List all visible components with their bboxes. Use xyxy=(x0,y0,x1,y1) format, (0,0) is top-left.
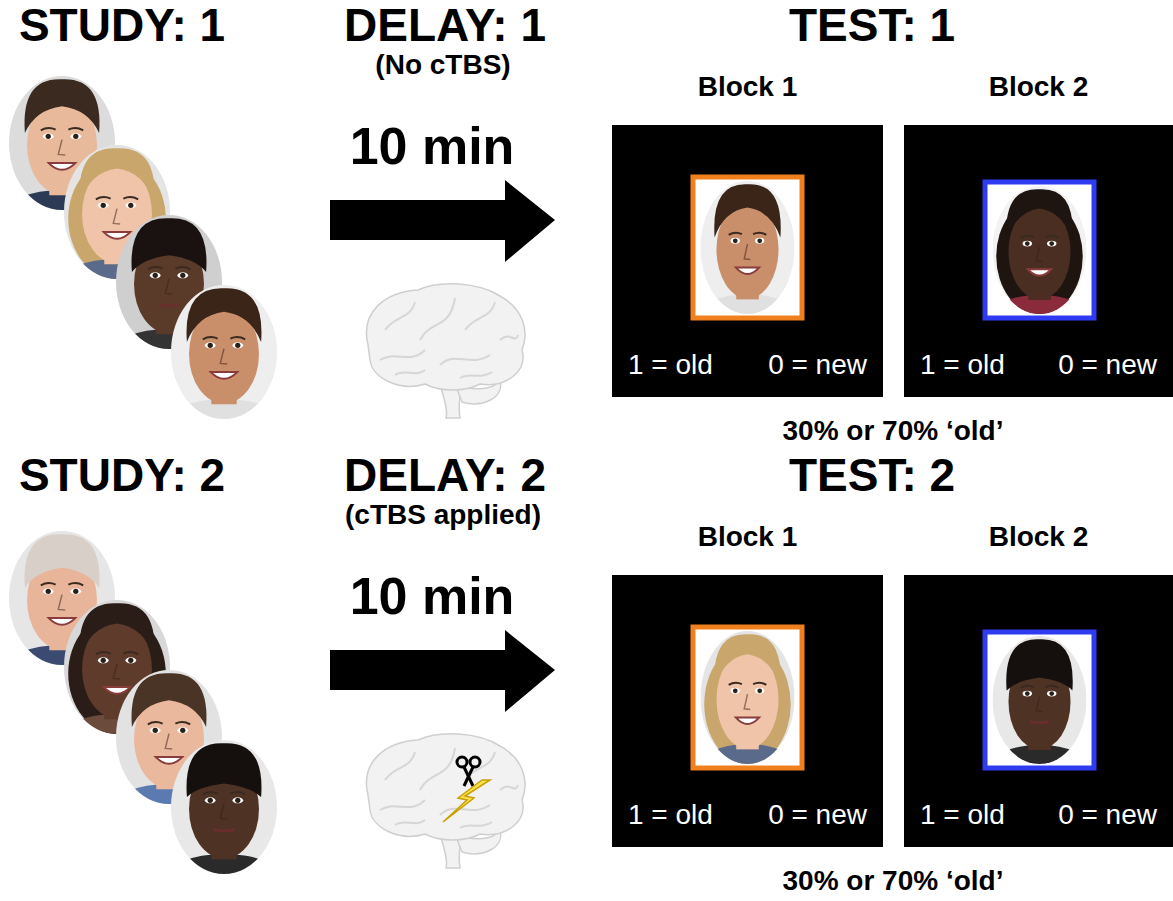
response-key: 0 = new xyxy=(768,351,867,379)
face-photo xyxy=(166,285,283,450)
face-photo xyxy=(988,636,1091,793)
response-keys: 1 = old 0 = new xyxy=(628,351,867,379)
response-key: 1 = old xyxy=(920,351,1005,379)
phase-heading: STUDY: 2 xyxy=(19,452,225,498)
response-key: 0 = new xyxy=(768,801,867,829)
test-screen: Block 21 = old0 = new xyxy=(904,125,1173,397)
phase-heading: STUDY: 1 xyxy=(19,2,225,48)
delay-arrow xyxy=(330,180,555,262)
delay-duration: 10 min xyxy=(350,570,515,622)
face-photo xyxy=(988,186,1091,343)
brain-outline xyxy=(366,734,525,868)
delay-arrow xyxy=(330,630,555,712)
phase-heading: TEST: 2 xyxy=(789,452,955,498)
lightning-bolt xyxy=(443,780,490,822)
response-keys: 1 = old 0 = new xyxy=(920,351,1157,379)
proportion-note: 30% or 70% ‘old’ xyxy=(783,867,1004,895)
block-heading: Block 2 xyxy=(904,73,1173,101)
delay-duration: 10 min xyxy=(350,120,515,172)
response-key: 0 = new xyxy=(1058,801,1157,829)
proportion-note: 30% or 70% ‘old’ xyxy=(783,417,1004,445)
response-keys: 1 = old 0 = new xyxy=(920,801,1157,829)
response-key: 1 = old xyxy=(628,351,713,379)
face-photo xyxy=(166,740,283,901)
face-photo xyxy=(696,631,799,795)
brain-outline xyxy=(366,284,525,418)
phase-heading: DELAY: 1 xyxy=(344,2,546,48)
response-key: 1 = old xyxy=(628,801,713,829)
phase-heading: TEST: 1 xyxy=(789,2,955,48)
test-screen: Block 21 = old0 = new xyxy=(904,575,1173,847)
block-heading: Block 1 xyxy=(612,73,883,101)
response-key: 1 = old xyxy=(920,801,1005,829)
test-screen: Block 11 = old0 = new xyxy=(612,125,883,397)
block-heading: Block 1 xyxy=(612,523,883,551)
block-heading: Block 2 xyxy=(904,523,1173,551)
phase-heading: DELAY: 2 xyxy=(344,452,546,498)
test-screen: Block 11 = old0 = new xyxy=(612,575,883,847)
condition-note: (No cTBS) xyxy=(375,51,510,79)
face-photo xyxy=(696,181,799,345)
response-keys: 1 = old 0 = new xyxy=(628,801,867,829)
response-key: 0 = new xyxy=(1058,351,1157,379)
condition-note: (cTBS applied) xyxy=(345,501,541,529)
scissors-icon xyxy=(457,757,480,786)
